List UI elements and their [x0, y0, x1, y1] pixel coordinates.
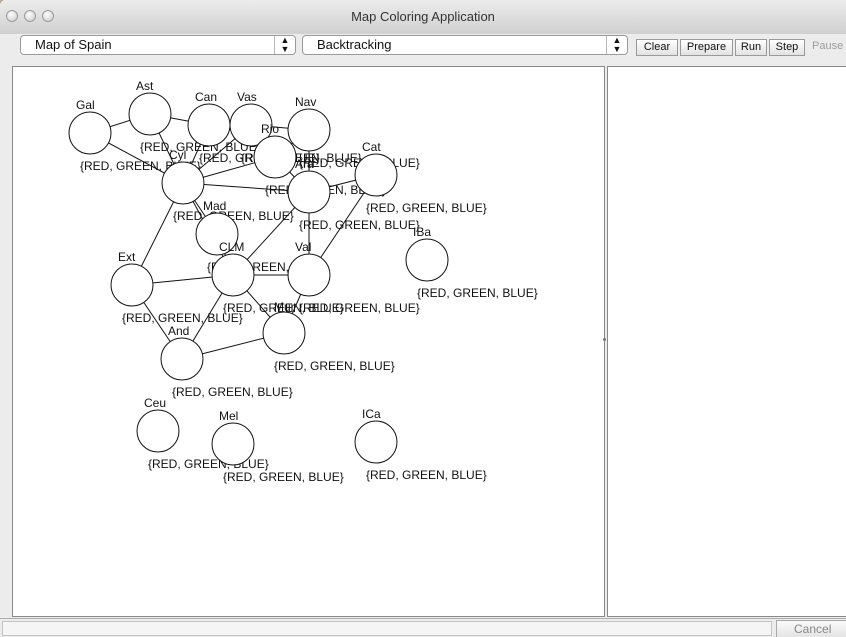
node-name-label: Can [195, 90, 217, 104]
node-val[interactable]: Val {RED, GREEN, BLUE} [287, 240, 420, 315]
node-name-label: ICa [362, 407, 381, 421]
node-name-label: Val [295, 240, 311, 254]
node-domain-label: {RED, GREEN, BLUE} [366, 201, 487, 215]
node-circle[interactable] [253, 135, 297, 179]
node-domain-label: {RED, GREEN, BLUE} [223, 470, 344, 484]
node-and[interactable]: And {RED, GREEN, BLUE} [160, 324, 293, 399]
node-name-label: Cyl [169, 148, 186, 162]
node-domain-label: {RED, GREEN, BLUE} [274, 359, 395, 373]
graph-canvas[interactable]: Gal{RED, GREEN, BLUE}Ast{RED, GREEN, BLU… [12, 66, 605, 617]
map-select[interactable]: Map of Spain ▲▼ [20, 35, 296, 55]
node-circle[interactable] [110, 263, 154, 307]
node-circle[interactable] [354, 153, 398, 197]
node-ara[interactable]: Ara {RED, GREEN, BLUE} [287, 157, 420, 232]
node-mel[interactable]: Mel {RED, GREEN, BLUE} [211, 409, 344, 484]
constraint-graph: Gal{RED, GREEN, BLUE}Ast{RED, GREEN, BLU… [68, 79, 538, 484]
node-name-label: And [168, 324, 189, 338]
node-ica[interactable]: ICa {RED, GREEN, BLUE} [354, 407, 487, 482]
node-name-label: Ext [118, 250, 136, 264]
toolbar: Map of Spain ▲▼ Backtracking ▲▼ Clear Pr… [0, 30, 846, 62]
window-controls [6, 10, 54, 22]
updown-arrows-icon: ▲▼ [606, 36, 627, 54]
node-circle[interactable] [160, 337, 204, 381]
pause-button[interactable]: Pause [812, 40, 844, 52]
split-divider-handle[interactable] [603, 338, 606, 341]
node-domain-label: {RED, GREEN, BLUE} [223, 301, 344, 315]
node-gal[interactable]: Gal{RED, GREEN, BLUE} [68, 98, 201, 173]
step-button[interactable]: Step [769, 39, 805, 56]
node-domain-label: {RED, GREEN, BLUE} [172, 385, 293, 399]
node-name-label: IBa [413, 225, 431, 239]
node-circle[interactable] [287, 170, 331, 214]
minimize-window-button[interactable] [24, 10, 36, 22]
clear-button[interactable]: Clear [636, 39, 678, 56]
node-circle[interactable] [211, 253, 255, 297]
node-circle[interactable] [195, 212, 239, 256]
algorithm-select-value: Backtracking [317, 37, 392, 52]
close-window-button[interactable] [6, 10, 18, 22]
node-domain-label: {RED, GREEN, BLUE} [299, 301, 420, 315]
node-iba[interactable]: IBa {RED, GREEN, BLUE} [405, 225, 538, 300]
node-name-label: Mad [203, 199, 226, 213]
node-circle[interactable] [68, 111, 112, 155]
node-circle[interactable] [136, 409, 180, 453]
algorithm-select[interactable]: Backtracking ▲▼ [302, 35, 628, 55]
node-circle[interactable] [187, 103, 231, 147]
node-name-label: Gal [76, 98, 95, 112]
cancel-button[interactable]: Cancel [776, 620, 846, 637]
node-domain-label: {RED, GREEN, BLUE} [148, 457, 269, 471]
node-domain-label: {RED, GREEN, BLUE} [299, 218, 420, 232]
node-domain-label: {RED, GREEN, BLUE} [122, 311, 243, 325]
title-bar: Map Coloring Application [0, 0, 846, 34]
node-circle[interactable] [229, 103, 273, 147]
node-circle[interactable] [262, 311, 306, 355]
run-button[interactable]: Run [735, 39, 767, 56]
map-select-value: Map of Spain [35, 37, 112, 52]
node-name-label: CLM [219, 240, 244, 254]
node-cat[interactable]: Cat {RED, GREEN, BLUE} [354, 140, 487, 215]
node-circle[interactable] [128, 92, 172, 136]
node-domain-label: {RED, GREEN, BLUE} [366, 468, 487, 482]
node-circle[interactable] [354, 420, 398, 464]
nodes-layer: Gal{RED, GREEN, BLUE}Ast{RED, GREEN, BLU… [68, 79, 538, 484]
node-name-label: Mel [219, 409, 238, 423]
node-ext[interactable]: Ext {RED, GREEN, BLUE} [110, 250, 243, 325]
node-vas[interactable]: Vas{RED, GREEN, BLUE} [229, 90, 362, 165]
node-name-label: Ara [295, 157, 314, 171]
node-clm[interactable]: CLM {RED, GREEN, BLUE} [211, 240, 344, 315]
node-circle[interactable] [405, 238, 449, 282]
node-ast[interactable]: Ast {RED, GREEN, BLUE} [128, 79, 261, 154]
node-circle[interactable] [211, 422, 255, 466]
zoom-window-button[interactable] [42, 10, 54, 22]
node-circle[interactable] [161, 161, 205, 205]
prepare-button[interactable]: Prepare [680, 39, 733, 56]
status-text-field [2, 621, 772, 636]
node-name-label: Nav [295, 95, 316, 109]
node-name-label: Mur [274, 300, 295, 314]
node-mur[interactable]: Mur {RED, GREEN, BLUE} [262, 300, 395, 373]
node-name-label: Ast [136, 79, 154, 93]
status-bar: Cancel [0, 618, 846, 637]
node-name-label: Rio [261, 122, 279, 136]
node-circle[interactable] [287, 108, 331, 152]
node-domain-label: {RED, GREEN, BLUE} [140, 140, 261, 154]
output-pane [607, 66, 846, 617]
updown-arrows-icon: ▲▼ [274, 36, 295, 54]
node-domain-label: {RED, GREEN, BLUE} [417, 286, 538, 300]
window-title: Map Coloring Application [351, 9, 495, 24]
node-name-label: Cat [362, 140, 381, 154]
node-name-label: Vas [237, 90, 257, 104]
node-circle[interactable] [287, 253, 331, 297]
node-name-label: Ceu [144, 396, 166, 410]
